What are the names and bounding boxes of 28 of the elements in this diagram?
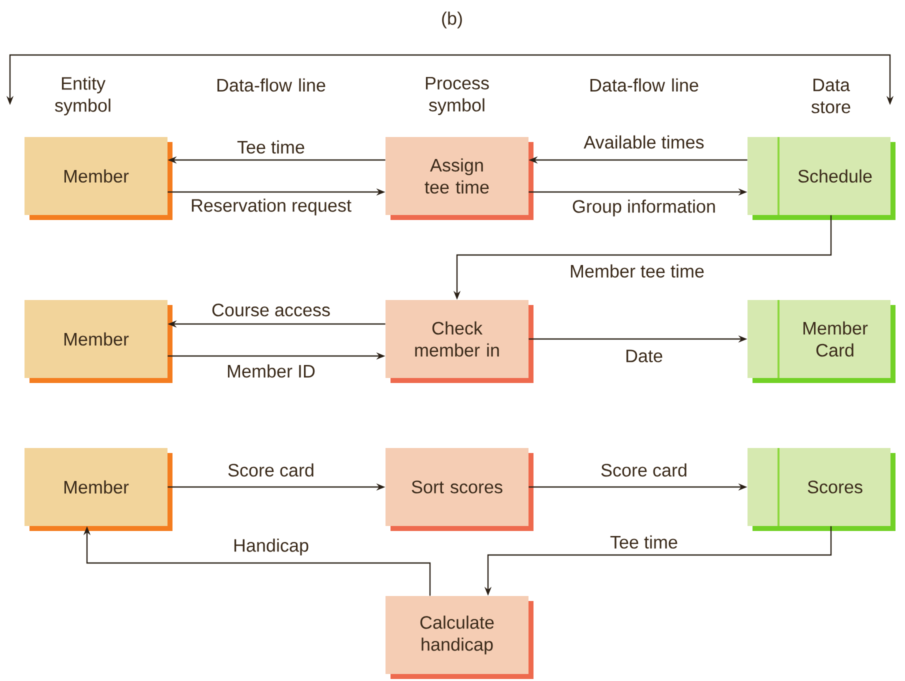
column-heading: Data-flow line xyxy=(217,78,326,92)
edge-label: Member tee time xyxy=(568,263,706,279)
entity-box: Member xyxy=(24,300,172,383)
data-store-box: Member Card xyxy=(748,300,896,383)
edge-label: Reservation request xyxy=(189,198,353,216)
process-box: Check member in xyxy=(386,300,534,383)
edge-label: Score card xyxy=(600,462,689,478)
entity-box: Member xyxy=(24,448,172,531)
edge-label: Available times xyxy=(582,134,706,150)
data-store-box: Scores xyxy=(748,448,896,531)
process-box: Assign tee time xyxy=(386,137,534,220)
column-heading: Data-flow line xyxy=(590,78,698,92)
edge-label: Course access xyxy=(210,302,332,318)
edge-label: Tee time xyxy=(609,534,680,550)
edge-label: Handicap xyxy=(232,538,310,556)
edge-label: Member ID xyxy=(226,363,316,379)
entity-box: Member xyxy=(24,137,172,220)
data-store-box: Schedule xyxy=(748,137,896,220)
column-heading: Process symbol xyxy=(426,76,489,116)
column-heading: Data store xyxy=(812,78,850,114)
process-box: Calculate handicap xyxy=(386,596,534,679)
title: (b) xyxy=(442,12,462,28)
column-heading: Entity symbol xyxy=(55,76,110,116)
edge-label: Group information xyxy=(570,198,718,218)
process-box: Sort scores xyxy=(386,448,534,531)
edge-label: Score card xyxy=(226,462,316,478)
edge-label: Tee time xyxy=(236,139,306,155)
edge-label: Date xyxy=(624,348,664,364)
